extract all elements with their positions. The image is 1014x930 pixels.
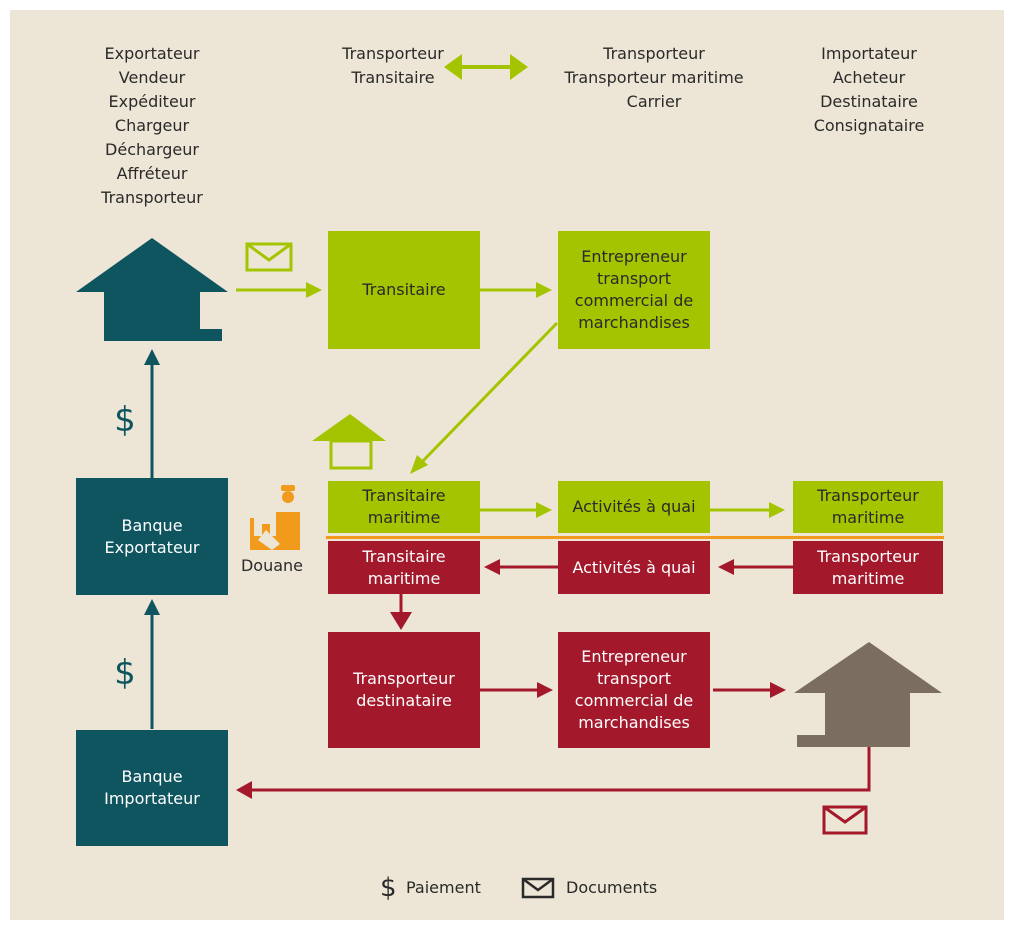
role-label: Carrier	[626, 92, 682, 111]
box-label: maritime	[831, 508, 905, 527]
payment-dollar-icon-top: $	[114, 400, 136, 440]
box-transporteur-maritime-green: Transporteur maritime	[793, 481, 943, 533]
red-arrows	[236, 559, 871, 799]
box-banque-importateur: Banque Importateur	[76, 730, 228, 846]
box-label: Banque	[121, 515, 183, 535]
box-label: Transporteur	[353, 669, 455, 688]
box-label: transport	[597, 269, 671, 288]
box-label: commercial de	[574, 691, 694, 710]
documents-envelope-green-icon	[245, 242, 293, 272]
customs-label: Douane	[240, 556, 304, 575]
box-label: Entrepreneur	[581, 647, 687, 666]
role-label: Consignataire	[813, 116, 925, 135]
box-label: marchandises	[578, 313, 690, 332]
box-entrepreneur-top: Entrepreneur transport commercial de mar…	[558, 231, 710, 349]
role-label: Transporteur	[603, 44, 705, 63]
legend-documents-label: Documents	[566, 878, 658, 897]
role-label: Chargeur	[114, 116, 190, 135]
customs-officer-icon	[250, 485, 300, 550]
box-label: Entrepreneur	[581, 247, 687, 266]
box-label: Transitaire	[362, 546, 446, 566]
green-arrows	[236, 282, 785, 518]
exporter-house-icon	[76, 238, 228, 341]
box-label: maritime	[831, 568, 905, 588]
box-label: Importateur	[104, 789, 200, 808]
box-transitaire: Transitaire	[328, 231, 480, 349]
role-label: Exportateur	[104, 44, 200, 63]
role-label: Expéditeur	[108, 92, 196, 111]
box-activites-red: Activités à quai	[558, 541, 710, 594]
role-label: Déchargeur	[105, 140, 199, 159]
carrier-roles: Transporteur Transporteur maritime Carri…	[544, 42, 764, 114]
box-label: Banque	[121, 767, 183, 786]
importer-house-icon	[794, 642, 942, 747]
separator-line	[326, 536, 944, 539]
role-label: Vendeur	[118, 68, 186, 87]
box-label: commercial de	[574, 291, 694, 310]
documents-envelope-red-icon	[822, 805, 868, 835]
diagram-graphics	[76, 54, 944, 899]
role-label: Affréteur	[116, 164, 188, 183]
box-label: Transitaire	[362, 486, 446, 505]
legend-dollar-icon: $	[380, 873, 397, 903]
box-transporteur-maritime-red: Transporteur maritime	[793, 541, 943, 594]
box-banque-exportateur: Banque Exportateur	[76, 478, 228, 595]
bidirectional-arrow-icon	[444, 54, 528, 80]
box-entrepreneur-bottom: Entrepreneur transport commercial de mar…	[558, 632, 710, 748]
box-label: Transporteur	[817, 486, 919, 505]
box-label: maritime	[367, 508, 441, 527]
box-label: marchandises	[578, 713, 690, 732]
payment-arrows	[144, 349, 160, 729]
port-house-icon	[312, 414, 386, 470]
box-transporteur-destinataire: Transporteur destinataire	[328, 632, 480, 748]
box-label: destinataire	[356, 691, 452, 710]
role-label: Transporteur	[101, 188, 203, 207]
box-label: Exportateur	[104, 537, 200, 557]
box-transitaire-maritime-red: Transitaire maritime	[328, 541, 480, 594]
importer-roles: Importateur Acheteur Destinataire Consig…	[794, 42, 944, 138]
role-label: Acheteur	[832, 68, 906, 87]
diagram-canvas: Exportateur Vendeur Expéditeur Chargeur …	[10, 10, 1004, 920]
role-label: Importateur	[821, 44, 917, 63]
legend-envelope-icon	[521, 877, 555, 899]
box-label: Transitaire	[362, 280, 446, 299]
role-label: Transporteur	[342, 44, 444, 63]
box-label: Transporteur	[817, 546, 919, 566]
box-transitaire-maritime-green: Transitaire maritime	[328, 481, 480, 533]
payment-dollar-icon-bottom: $	[114, 653, 136, 693]
box-label: Activités à quai	[572, 557, 696, 577]
exporter-roles: Exportateur Vendeur Expéditeur Chargeur …	[70, 42, 234, 210]
box-label: transport	[597, 669, 671, 688]
role-label: Transitaire	[351, 68, 435, 87]
role-label: Transporteur maritime	[564, 68, 744, 87]
box-label: maritime	[367, 568, 441, 588]
box-label: Activités à quai	[572, 497, 696, 516]
box-activites-green: Activités à quai	[558, 481, 710, 533]
role-label: Destinataire	[820, 92, 918, 111]
forwarder-roles: Transporteur Transitaire	[328, 42, 458, 90]
legend-payment-label: Paiement	[406, 878, 481, 897]
